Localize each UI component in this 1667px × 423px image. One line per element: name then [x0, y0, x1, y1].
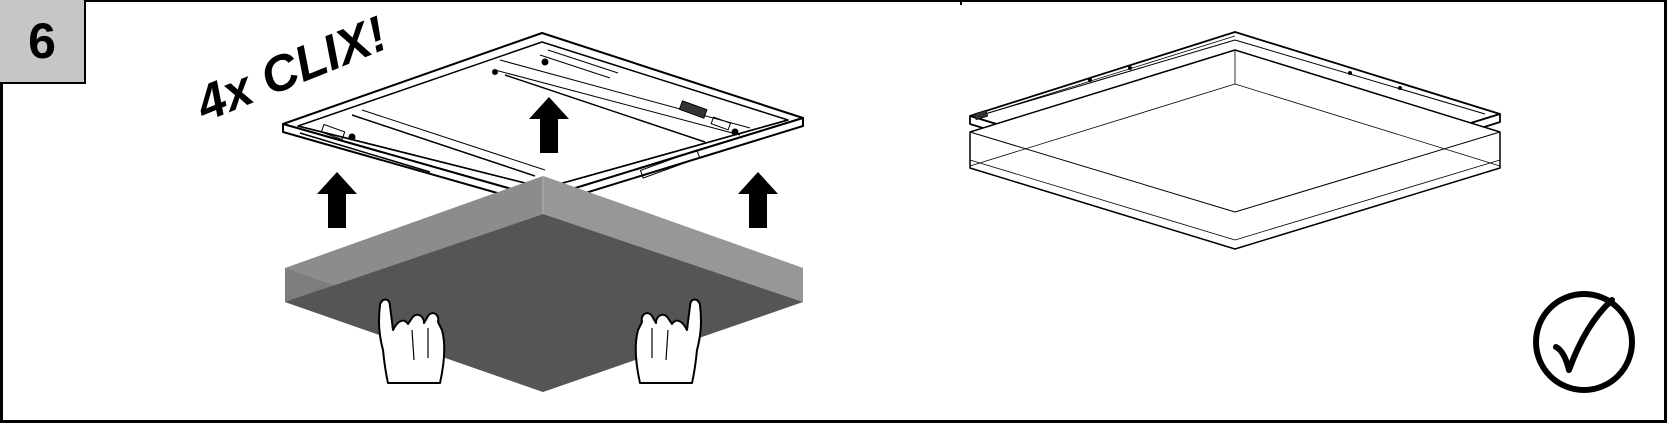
- up-arrow-icon: [738, 172, 778, 228]
- step-number: 6: [28, 13, 56, 69]
- up-arrow-icon: [529, 97, 569, 153]
- divider-tick: [960, 0, 962, 5]
- assembled-luminaire: [969, 31, 1501, 250]
- check-circle-icon: [1533, 291, 1635, 393]
- diffuser-panel: [285, 176, 803, 392]
- hand-icon: [634, 298, 702, 384]
- up-arrow-icon: [317, 172, 357, 228]
- step-box: 6: [0, 0, 86, 84]
- hand-icon: [378, 298, 446, 384]
